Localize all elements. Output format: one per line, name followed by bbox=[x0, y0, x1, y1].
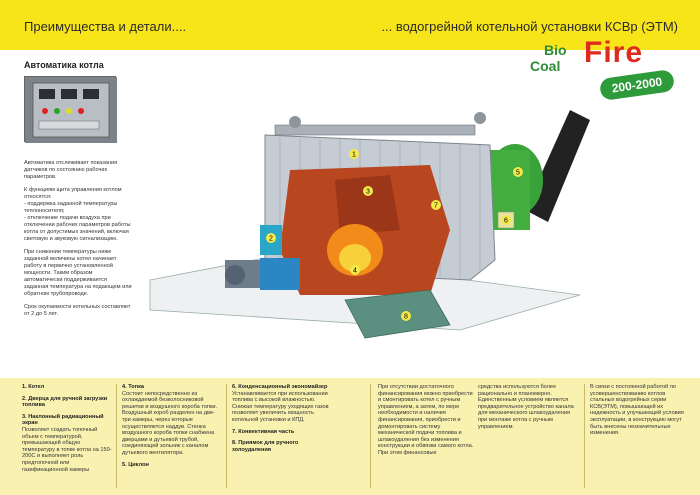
logo-range-badge: 200-2000 bbox=[598, 68, 676, 102]
legend-item-heading: 5. Циклон bbox=[122, 461, 149, 468]
marker-3: 3 bbox=[366, 189, 370, 196]
marker-2: 2 bbox=[269, 236, 273, 243]
legend-item-heading: 8. Приямок для ручного золоудаления bbox=[232, 440, 299, 453]
legend-item-heading: 1. Котел bbox=[22, 384, 45, 390]
control-panel-photo bbox=[24, 76, 117, 143]
ash-pit bbox=[344, 289, 451, 339]
marker-7: 7 bbox=[434, 203, 438, 210]
biocoalfire-logo: Bio Coal Fire 200-2000 bbox=[518, 36, 688, 102]
radiation-screen bbox=[335, 175, 400, 235]
header-bar: Преимущества и детали.... ... водогрейно… bbox=[0, 0, 700, 50]
legend-footer: 1. Котел 2. Дверца для ручной загрузки т… bbox=[0, 378, 700, 495]
legend-item-heading: 6. Конденсационный экономайзер bbox=[232, 384, 328, 390]
legend-item-text: Позволяет создать топочный объем с темпе… bbox=[22, 426, 112, 473]
boiler-diagram: 1 2 3 4 5 6 7 8 bbox=[130, 110, 590, 370]
intro-paragraph: Автоматика отслеживает показания датчико… bbox=[24, 160, 118, 180]
logo-fire-text: Fire bbox=[584, 36, 644, 69]
legend-item-text: Состоит непосредственно из охлаждаемой б… bbox=[122, 390, 218, 456]
marker-6: 6 bbox=[504, 218, 508, 225]
column-divider bbox=[226, 384, 227, 488]
legend-item-heading: 7. Конвективная часть bbox=[232, 428, 295, 435]
marker-4: 4 bbox=[353, 268, 357, 275]
column-divider bbox=[370, 384, 371, 488]
furnace-box-blue bbox=[260, 258, 300, 290]
legend-col-1: 1. Котел 2. Дверца для ручной загрузки т… bbox=[22, 384, 112, 473]
column-divider bbox=[116, 384, 117, 488]
marker-5: 5 bbox=[516, 170, 520, 177]
intro-paragraph: При снижении температуры ниже заданной в… bbox=[24, 249, 132, 297]
intro-paragraph: Срок окупаемости котельных составляет от… bbox=[24, 304, 131, 317]
logo-bio-text: Bio bbox=[544, 42, 567, 58]
intro-text-block: Автоматика отслеживает показания датчико… bbox=[24, 160, 132, 324]
legend-item-heading: 3. Наклонный радиационный экран bbox=[22, 413, 104, 427]
fan-motor bbox=[225, 265, 245, 285]
legend-col-2: 4. Топка Состоит непосредственно из охла… bbox=[122, 384, 222, 468]
header-title-right: ... водогрейной котельной установки КСВр… bbox=[381, 19, 678, 34]
valve-right bbox=[474, 112, 486, 124]
valve-left bbox=[289, 116, 301, 128]
legend-item-heading: 2. Дверца для ручной загрузки топлива bbox=[22, 395, 108, 409]
top-pipe bbox=[274, 124, 476, 136]
legend-item-text: Устанавливается при использовании топлив… bbox=[232, 390, 329, 423]
legend-col-3: 6. Конденсационный экономайзер Устанавли… bbox=[232, 384, 332, 453]
legend-col-5: средства используются более рационально … bbox=[478, 384, 574, 430]
section-title: Автоматика котла bbox=[24, 60, 104, 70]
flame-core bbox=[339, 244, 371, 272]
legend-item-heading: 4. Топка bbox=[122, 384, 144, 390]
chimney-pipe bbox=[525, 110, 590, 222]
marker-1: 1 bbox=[352, 152, 356, 159]
legend-col-4: При отсутствии достаточного финансирован… bbox=[378, 384, 474, 456]
header-title-left: Преимущества и детали.... bbox=[24, 19, 187, 34]
column-divider bbox=[584, 384, 585, 488]
logo-coal-text: Coal bbox=[530, 58, 561, 74]
legend-col-6: В связи с постоянной работой по усоверше… bbox=[590, 384, 684, 437]
intro-paragraph: К функциям щита управления котлом относя… bbox=[24, 187, 131, 242]
marker-8: 8 bbox=[404, 314, 408, 321]
